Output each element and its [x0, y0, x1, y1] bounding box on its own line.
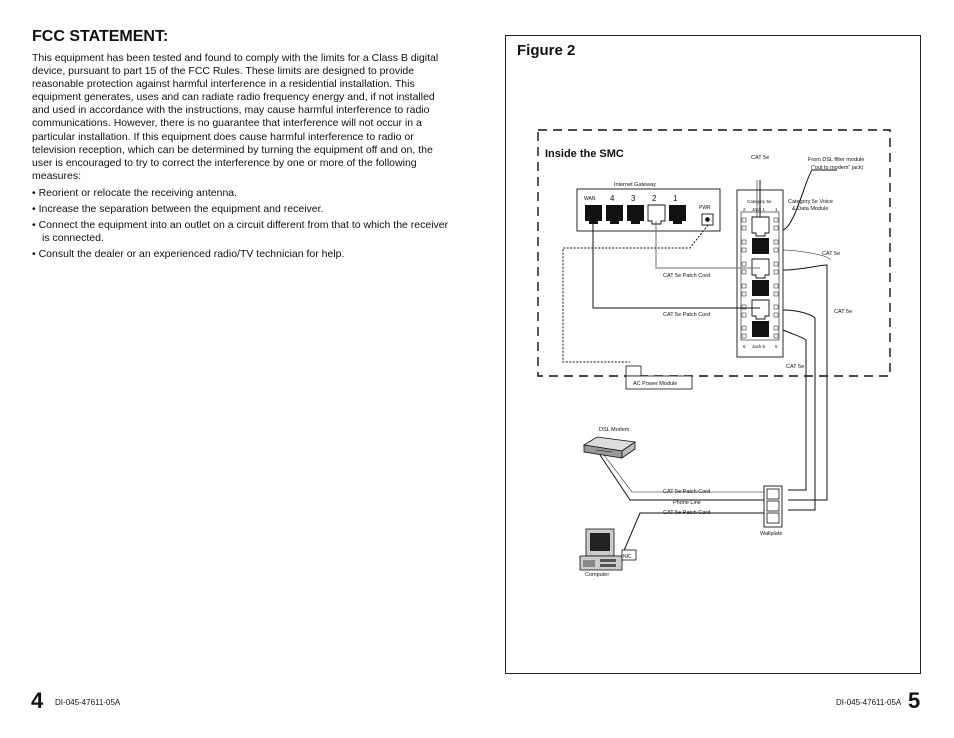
lan-port-4 [606, 205, 623, 224]
page-number-left: 4 [31, 688, 44, 713]
wallplate [763, 485, 783, 528]
dsl-modem-label: DSL Modem [599, 427, 630, 433]
module-jack [752, 280, 769, 296]
list-item: • Increase the separation between the eq… [32, 202, 324, 215]
cat5e-label: CAT 5e [786, 364, 804, 370]
cat5e-label: CAT 5e [834, 309, 852, 315]
page-number-right: 5 [908, 688, 921, 713]
module-jack [751, 258, 770, 279]
module-jack [752, 321, 769, 337]
patch-cord-label: CAT 5e Patch Cord [663, 273, 710, 279]
cat5e-label: CAT 5e [751, 155, 769, 161]
dsl-filter-label: From DSL filter module [808, 157, 864, 163]
port-number: 2 [652, 194, 657, 203]
patch-cord-label: CAT 5e Patch Cord [663, 489, 710, 495]
patch-cord-label: CAT 5e Patch Cord [663, 312, 710, 318]
jack1-label: Jack 1 [752, 207, 766, 212]
gateway-label: Internet Gateway [614, 182, 656, 188]
dsl-modem [582, 436, 637, 459]
figure-frame [505, 35, 921, 674]
nic-box [621, 549, 637, 561]
fcc-section: FCC STATEMENT: This equipment has been t… [32, 28, 452, 264]
module-label: Category 5e Voice [788, 199, 833, 205]
nic-label: NIC [623, 554, 632, 560]
doc-id-left: DI-045-47611-05A [55, 698, 121, 707]
computer-label: Computer [585, 572, 609, 578]
list-item: • Consult the dealer or an experienced r… [32, 247, 345, 260]
fcc-body: This equipment has been tested and found… [32, 52, 439, 182]
port-number: 3 [631, 194, 636, 203]
dsl-filter-label: ("out to modem" jack) [811, 165, 864, 171]
wallplate-label: Wallplate [760, 531, 782, 537]
smc-label: Inside the SMC [545, 148, 624, 160]
pwr-label: PWR [699, 205, 711, 211]
module-jacks [741, 216, 779, 339]
module-pin-label: 6 [743, 344, 746, 349]
doc-id-right: DI-045-47611-05A [836, 698, 902, 707]
smc-enclosure [537, 129, 891, 377]
ac-power-label: AC Power Module [633, 381, 677, 387]
computer-icon [579, 528, 623, 571]
port-number: 1 [673, 194, 678, 203]
ac-plug [625, 365, 642, 377]
patch-cord-label: CAT 5e Patch Cord [663, 510, 710, 516]
power-jack [701, 213, 714, 226]
ac-power-module [625, 375, 693, 390]
phone-line-label: Phone Line [673, 500, 701, 506]
wan-label: WAN [584, 196, 596, 202]
power-cord [562, 224, 709, 363]
port-number: 4 [610, 194, 615, 203]
list-item: • Reorient or relocate the receiving ant… [32, 186, 238, 199]
cat5e-label: CAT 5e [822, 251, 840, 257]
fcc-heading: FCC STATEMENT: [32, 28, 169, 45]
lan-port-2 [647, 204, 666, 225]
figure-title: Figure 2 [517, 42, 576, 59]
module-jack [751, 299, 770, 320]
module-jack [752, 238, 769, 254]
jack6-label: Jack 6 [752, 344, 766, 349]
module-pin-label: 1 [775, 207, 778, 212]
module-pin-label: 2 [743, 207, 746, 212]
module-jack [751, 216, 770, 237]
list-item: • Connect the equipment into an outlet o… [32, 218, 449, 244]
lan-port-3 [627, 205, 644, 224]
module-label: & Data Module [792, 206, 828, 212]
measures-list: • Reorient or relocate the receiving ant… [32, 187, 452, 261]
cables [592, 169, 837, 561]
module-pin-label: 5 [775, 344, 778, 349]
lan-port-1 [669, 205, 686, 224]
